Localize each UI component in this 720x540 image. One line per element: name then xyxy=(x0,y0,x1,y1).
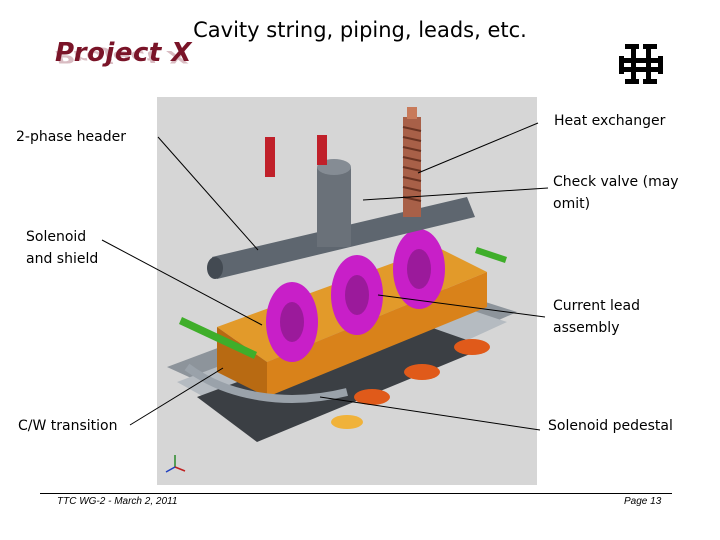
callout-two-phase-header: 2-phase header xyxy=(16,129,126,145)
fermilab-logo-icon xyxy=(617,40,665,88)
callout-solenoid-line2: and shield xyxy=(26,251,99,267)
logo-text: Project X xyxy=(55,38,192,68)
callout-heat-exchanger: Heat exchanger xyxy=(554,113,666,129)
footer-divider xyxy=(40,493,672,494)
callout-cw-transition: C/W transition xyxy=(18,418,118,434)
project-x-logo: Project X Project X xyxy=(55,38,195,98)
callout-current-lead-line1: Current lead xyxy=(553,298,641,314)
callout-solenoid-pedestal: Solenoid pedestal xyxy=(548,418,673,434)
callout-check-valve: Check valve (may omit) xyxy=(553,171,679,215)
callout-check-valve-line2: omit) xyxy=(553,196,591,212)
callout-solenoid: Solenoid and shield xyxy=(26,226,98,270)
callout-check-valve-line1: Check valve (may xyxy=(553,174,679,190)
callout-current-lead-line2: assembly xyxy=(553,320,620,336)
callout-solenoid-line1: Solenoid xyxy=(26,229,87,245)
callout-current-lead: Current lead assembly xyxy=(553,295,640,339)
slide-title: Cavity string, piping, leads, etc. xyxy=(193,18,527,42)
footer-left-text: TTC WG-2 - March 2, 2011 xyxy=(57,496,178,507)
footer-page-number: Page 13 xyxy=(624,496,662,507)
cryomodule-figure xyxy=(157,97,537,485)
